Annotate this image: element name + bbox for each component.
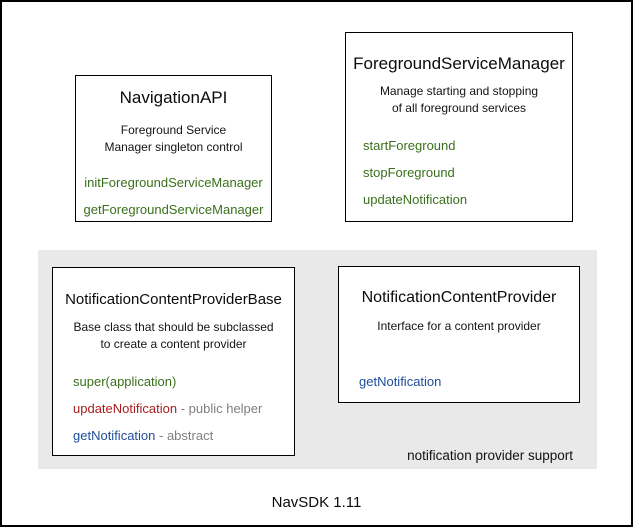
method-name: initForegroundServiceManager (84, 175, 263, 190)
class-box-foreground-service-manager: ForegroundServiceManager Manage starting… (345, 32, 573, 222)
method-name: getNotification (73, 428, 156, 443)
class-description-line: to create a content provider (100, 337, 247, 351)
class-title-navigation-api: NavigationAPI (119, 88, 228, 107)
method-annotation: - abstract (155, 428, 214, 443)
method-row: getNotification (359, 368, 579, 395)
class-description: Manage starting and stopping of all fore… (346, 83, 572, 117)
method-row: getForegroundServiceManager (76, 196, 271, 223)
method-list: getNotification (339, 368, 579, 395)
class-description-line: Interface for a content provider (377, 319, 541, 333)
method-name: getForegroundServiceManager (83, 202, 264, 217)
method-row: super(application) (73, 368, 294, 395)
class-box-navigation-api: NavigationAPI Foreground Service Manager… (75, 75, 272, 222)
class-description-line: of all foreground services (391, 101, 527, 115)
method-annotation: - public helper (177, 401, 263, 416)
class-title-notification-content-provider-base: NotificationContentProviderBase (65, 291, 282, 308)
class-description: Base class that should be subclassed to … (53, 319, 294, 353)
class-description-line: Manager singleton control (104, 140, 243, 154)
method-row: updateNotification (363, 186, 572, 213)
class-title-foreground-service-manager: ForegroundServiceManager (353, 54, 565, 73)
class-description-line: Manage starting and stopping (379, 84, 539, 98)
method-name: updateNotification (73, 401, 178, 416)
diagram-footer-version: NavSDK 1.11 (271, 494, 362, 511)
notification-provider-support-group: NotificationContentProviderBase Base cla… (38, 250, 597, 469)
method-list: startForeground stopForeground updateNot… (346, 132, 572, 213)
method-list: initForegroundServiceManager getForegrou… (76, 169, 271, 223)
method-name: updateNotification (363, 192, 468, 207)
method-list: super(application) updateNotification - … (53, 368, 294, 449)
method-row: updateNotification - public helper (73, 395, 294, 422)
class-description-line: Base class that should be subclassed (73, 320, 274, 334)
class-box-notification-content-provider: NotificationContentProvider Interface fo… (338, 266, 580, 403)
class-title-notification-content-provider: NotificationContentProvider (361, 289, 557, 306)
method-name: getNotification (359, 374, 442, 389)
method-name: stopForeground (363, 165, 455, 180)
method-name: super(application) (73, 374, 177, 389)
class-description: Interface for a content provider (339, 318, 579, 335)
group-label: notification provider support (407, 448, 573, 463)
method-row: stopForeground (363, 159, 572, 186)
class-description-line: Foreground Service (120, 123, 227, 137)
method-name: startForeground (363, 138, 456, 153)
class-box-notification-content-provider-base: NotificationContentProviderBase Base cla… (52, 267, 295, 456)
class-description: Foreground Service Manager singleton con… (76, 122, 271, 156)
method-row: startForeground (363, 132, 572, 159)
method-row: getNotification - abstract (73, 422, 294, 449)
method-row: initForegroundServiceManager (76, 169, 271, 196)
